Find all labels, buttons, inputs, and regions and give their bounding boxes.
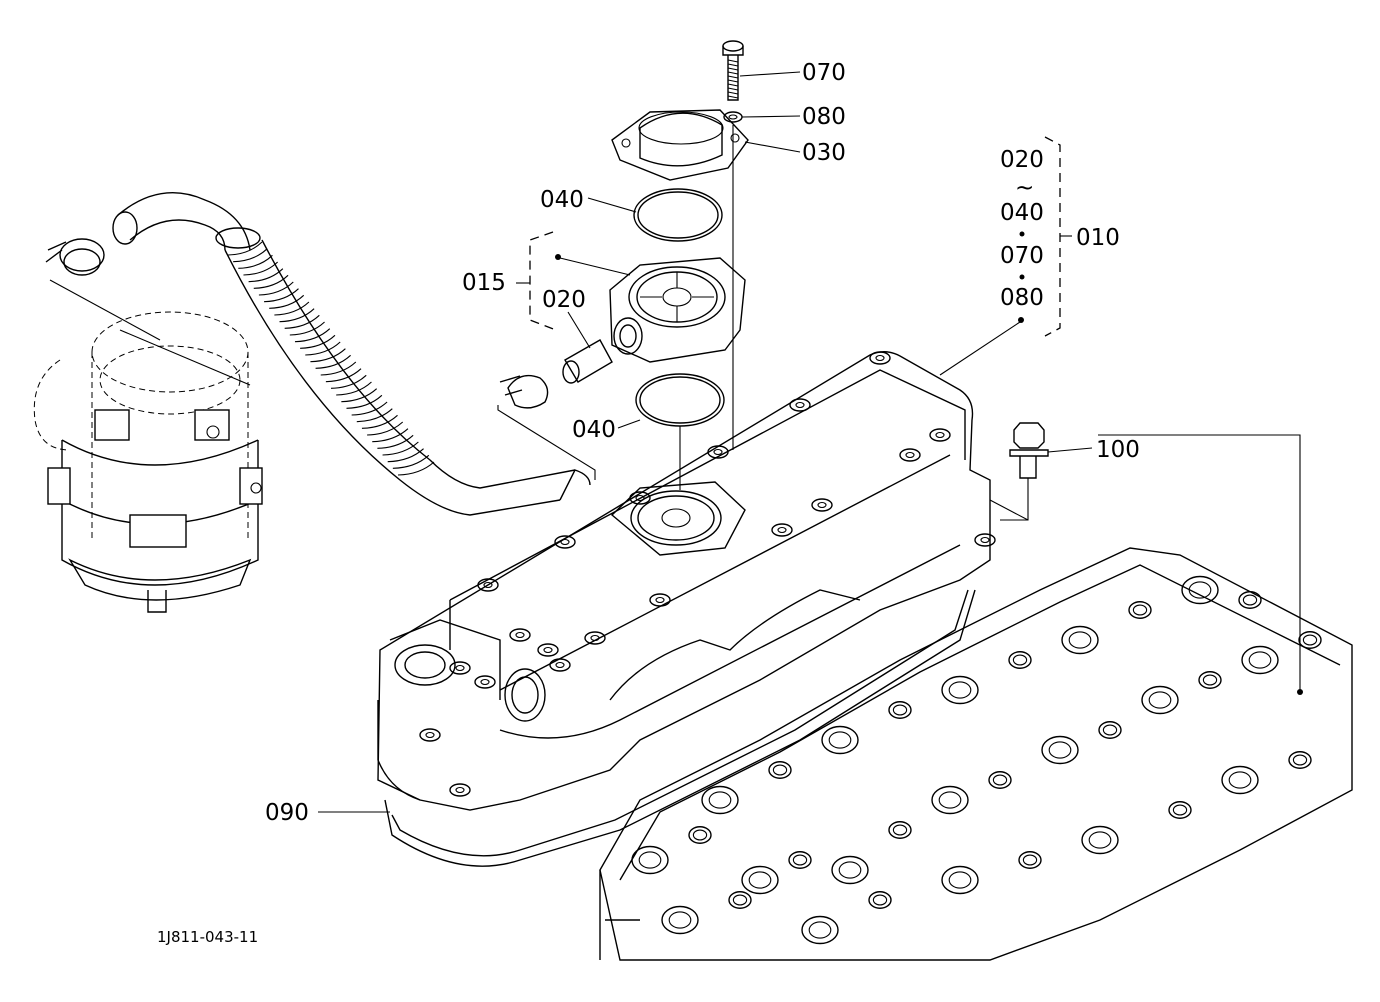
screw-and-washer-drawing [722, 40, 744, 450]
breather-body-drawing [529, 231, 746, 363]
kit-member-020: 020 [1000, 147, 1044, 173]
kit-member-070: 070 [1000, 243, 1044, 269]
leader-lines [318, 71, 1303, 813]
breather-separator-drawing [33, 238, 263, 613]
callout-015: 015 [462, 270, 506, 296]
bolt-drawing [989, 422, 1049, 521]
pipe-and-clip-drawing [497, 339, 613, 480]
callout-070: 070 [802, 60, 846, 86]
kit-range-mark: ~ [1015, 175, 1034, 201]
kit-member-080: 080 [1000, 285, 1044, 311]
callout-080: 080 [802, 104, 846, 130]
callout-090: 090 [265, 800, 309, 826]
breather-cover-plate-drawing [611, 109, 749, 181]
callout-010: 010 [1076, 225, 1120, 251]
kit-separator-dot-2 [1019, 274, 1025, 280]
kit-member-040: 040 [1000, 200, 1044, 226]
callout-040-top: 040 [540, 187, 584, 213]
breather-hose-drawing [112, 192, 591, 516]
o-rings-drawing [633, 188, 725, 427]
callout-030: 030 [802, 140, 846, 166]
callout-040-bottom: 040 [572, 417, 616, 443]
head-cover-drawing [377, 351, 996, 867]
drawing-code: 1J811-043-11 [157, 928, 258, 946]
callout-100: 100 [1096, 437, 1140, 463]
cylinder-head-drawing [599, 547, 1353, 961]
callout-020: 020 [542, 287, 586, 313]
kit-separator-dot-1 [1019, 231, 1025, 237]
